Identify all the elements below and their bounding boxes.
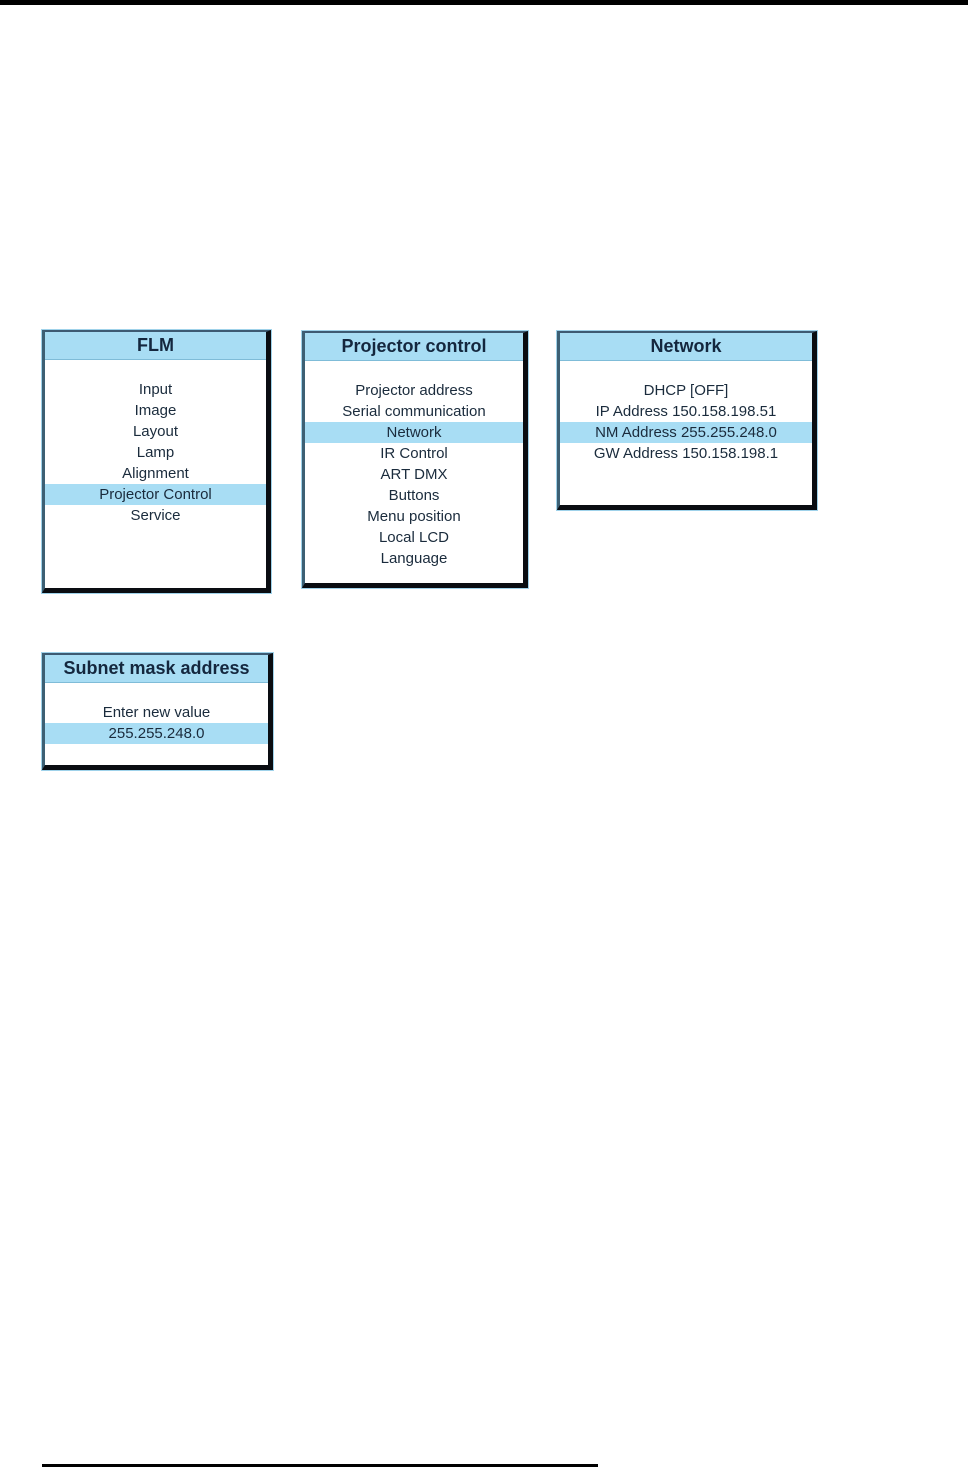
subnet-mask-value-field[interactable]: 255.255.248.0: [45, 723, 268, 744]
menu-item-lamp[interactable]: Lamp: [136, 444, 175, 461]
dialog-panel-subnet-mask-address: Subnet mask address Enter new value 255.…: [42, 653, 273, 770]
menu-item-ir-control[interactable]: IR Control: [380, 445, 448, 462]
menu-item-alignment[interactable]: Alignment: [122, 465, 189, 482]
menu-items-flm: Input Image Layout Lamp Alignment Projec…: [45, 360, 266, 526]
menu-item-image[interactable]: Image: [134, 402, 177, 419]
menu-item-projector-control[interactable]: Projector Control: [45, 484, 266, 505]
menu-item-input[interactable]: Input: [138, 381, 173, 398]
menu-title-flm: FLM: [45, 332, 266, 360]
menu-item-projector-address[interactable]: Projector address: [355, 382, 473, 399]
menu-item-nm-address[interactable]: NM Address 255.255.248.0: [560, 422, 812, 443]
menu-panel-projector-control: Projector control Projector address Seri…: [302, 331, 528, 588]
menu-item-buttons[interactable]: Buttons: [388, 487, 440, 504]
menu-item-art-dmx[interactable]: ART DMX: [380, 466, 448, 483]
menu-item-language[interactable]: Language: [380, 550, 448, 567]
menu-item-local-lcd[interactable]: Local LCD: [378, 529, 450, 546]
menu-title-projector-control: Projector control: [305, 333, 523, 361]
menu-item-gw-address[interactable]: GW Address 150.158.198.1: [593, 445, 779, 462]
menu-item-dhcp[interactable]: DHCP [OFF]: [643, 382, 729, 399]
menu-panel-network: Network DHCP [OFF] IP Address 150.158.19…: [557, 331, 817, 510]
footnote-separator-rule: [42, 1464, 598, 1467]
menu-item-network[interactable]: Network: [305, 422, 523, 443]
menu-item-ip-address[interactable]: IP Address 150.158.198.51: [595, 403, 777, 420]
menu-items-network: DHCP [OFF] IP Address 150.158.198.51 NM …: [560, 361, 812, 464]
page-top-edge-bar: [0, 0, 968, 5]
dialog-body-subnet-mask-address: Enter new value 255.255.248.0: [45, 683, 268, 744]
menu-item-menu-position[interactable]: Menu position: [367, 508, 461, 525]
menu-item-service[interactable]: Service: [130, 507, 181, 524]
menu-item-serial-communication[interactable]: Serial communication: [342, 403, 486, 420]
menu-panel-flm: FLM Input Image Layout Lamp Alignment Pr…: [42, 330, 271, 593]
menu-title-network: Network: [560, 333, 812, 361]
menu-items-projector-control: Projector address Serial communication N…: [305, 361, 523, 569]
dialog-title-subnet-mask-address: Subnet mask address: [45, 655, 268, 683]
menu-item-layout[interactable]: Layout: [132, 423, 179, 440]
enter-new-value-label: Enter new value: [102, 704, 211, 721]
